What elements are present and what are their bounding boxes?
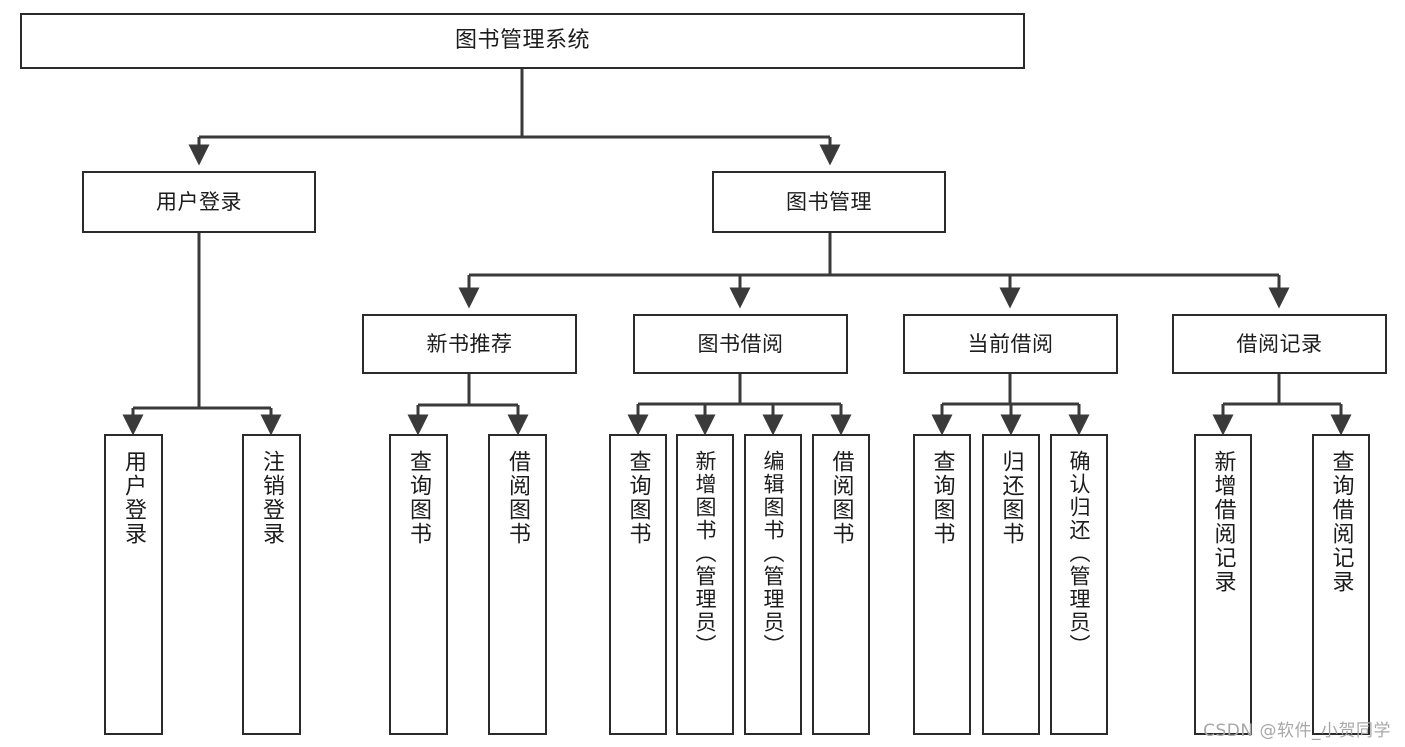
node-label: 新增借阅记录 xyxy=(1210,450,1236,594)
leaf-query-book-borrow[interactable]: 查询图书 xyxy=(609,434,667,735)
node-label: 查询图书 xyxy=(406,450,432,546)
node-user-login[interactable]: 用户登录 xyxy=(82,171,316,233)
leaf-confirm-return[interactable]: 确认归还（管理员） xyxy=(1050,434,1108,735)
node-book-borrow[interactable]: 图书借阅 xyxy=(633,314,848,374)
node-current-borrow[interactable]: 当前借阅 xyxy=(903,314,1118,374)
node-label: 借阅图书 xyxy=(505,450,531,546)
node-label: 编辑图书（管理员） xyxy=(761,450,786,657)
node-label: 新增图书（管理员） xyxy=(693,450,718,657)
leaf-borrow-book-recommend[interactable]: 借阅图书 xyxy=(488,434,547,735)
node-label: 用户登录 xyxy=(121,450,147,546)
node-label: 查询图书 xyxy=(625,450,651,546)
leaf-return-book[interactable]: 归还图书 xyxy=(982,434,1040,735)
watermark: CSDN @软件_小贺同学 xyxy=(1203,721,1391,741)
node-label: 图书借阅 xyxy=(697,331,784,356)
node-book-manage[interactable]: 图书管理 xyxy=(712,171,946,233)
node-label: 确认归还（管理员） xyxy=(1067,450,1092,657)
node-label: 归还图书 xyxy=(998,450,1024,546)
node-label: 借阅图书 xyxy=(828,450,854,546)
node-label: 注销登录 xyxy=(259,450,285,546)
leaf-user-login[interactable]: 用户登录 xyxy=(104,434,163,735)
leaf-edit-book[interactable]: 编辑图书（管理员） xyxy=(744,434,802,735)
node-label: 图书管理系统 xyxy=(454,28,590,54)
node-borrow-record[interactable]: 借阅记录 xyxy=(1172,314,1387,374)
node-label: 图书管理 xyxy=(786,189,872,214)
leaf-borrow-book[interactable]: 借阅图书 xyxy=(812,434,870,735)
node-label: 当前借阅 xyxy=(967,331,1054,356)
node-label: 查询图书 xyxy=(929,450,955,546)
leaf-add-borrow-record[interactable]: 新增借阅记录 xyxy=(1194,434,1252,735)
leaf-query-book-recommend[interactable]: 查询图书 xyxy=(389,434,448,735)
node-label: 用户登录 xyxy=(156,189,242,214)
leaf-query-book-current[interactable]: 查询图书 xyxy=(913,434,971,735)
node-root-system[interactable]: 图书管理系统 xyxy=(20,13,1025,69)
node-new-book-recommend[interactable]: 新书推荐 xyxy=(362,314,577,374)
leaf-query-borrow-record[interactable]: 查询借阅记录 xyxy=(1312,434,1370,735)
node-label: 查询借阅记录 xyxy=(1328,450,1354,594)
node-label: 新书推荐 xyxy=(426,331,513,356)
node-label: 借阅记录 xyxy=(1236,331,1323,356)
leaf-logout[interactable]: 注销登录 xyxy=(242,434,301,735)
leaf-add-book[interactable]: 新增图书（管理员） xyxy=(676,434,734,735)
